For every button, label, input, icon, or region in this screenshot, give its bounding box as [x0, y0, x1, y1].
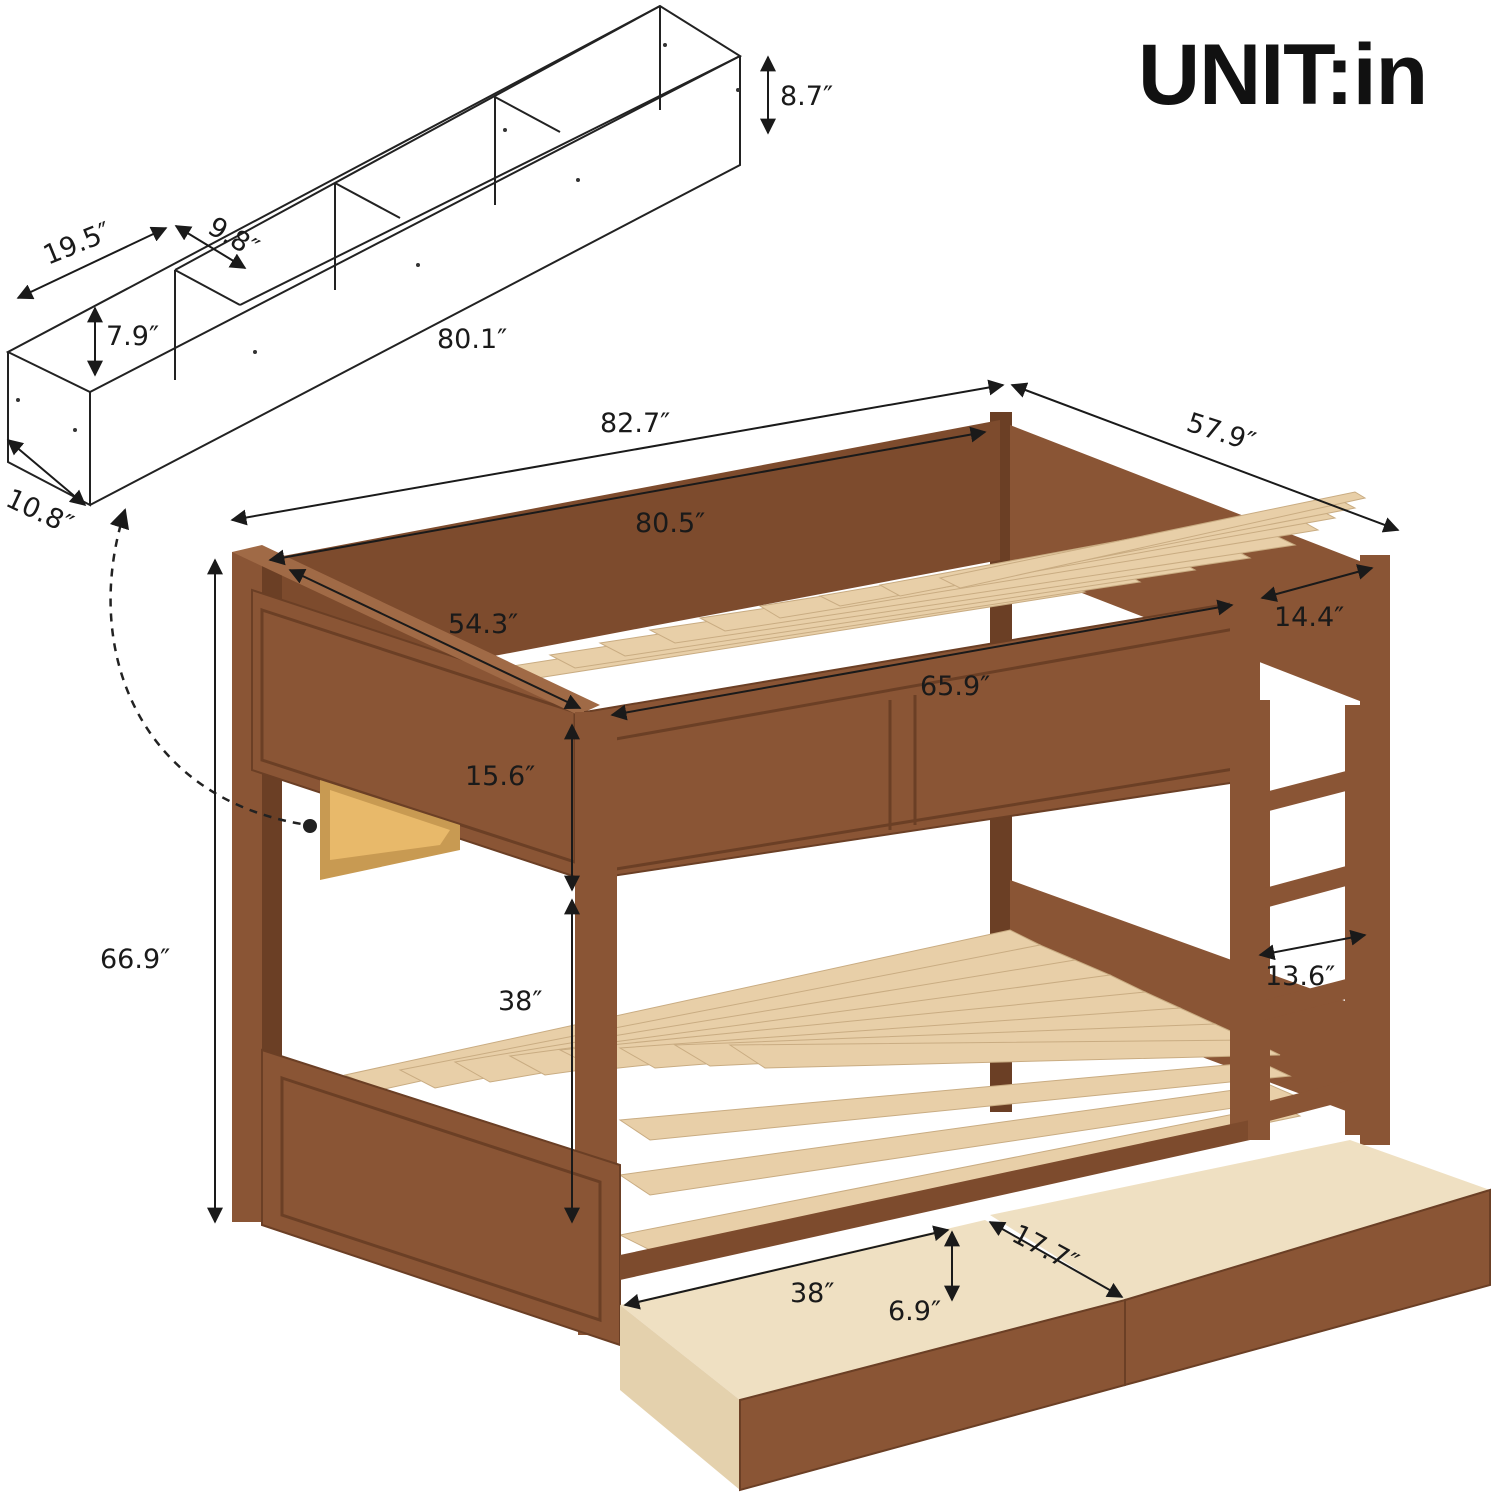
shelf-height-label: 8.7″: [780, 81, 833, 112]
clearance-label: 38″: [498, 986, 542, 1017]
rail-height-label: 15.6″: [465, 761, 535, 792]
unit-label: UNIT:in: [1138, 27, 1428, 123]
ladder: [1248, 700, 1370, 1140]
shelf-inner-height-label: 7.9″: [106, 321, 159, 352]
shelf-compartment-label: 9.8″: [203, 211, 264, 264]
inner-length-label: 80.5″: [635, 508, 705, 539]
rail-length-label: 65.9″: [920, 671, 990, 702]
ladder-opening-label: 14.4″: [1274, 602, 1344, 633]
dimension-lines: [6, 55, 1400, 1310]
drawer-length-label: 38″: [790, 1278, 834, 1309]
shelf-length-label: 80.1″: [437, 324, 507, 355]
overall-length-label: 82.7″: [600, 408, 670, 439]
total-height-label: 66.9″: [100, 944, 170, 975]
inner-width-label: 54.3″: [448, 609, 518, 640]
drawers: [620, 1140, 1491, 1492]
shelf-screw-holes: [16, 43, 740, 432]
overall-width-label: 57.9″: [1183, 407, 1259, 458]
ladder-width-label: 13.6″: [1265, 961, 1335, 992]
shelf-width-label: 19.5″: [39, 216, 116, 271]
drawer-height-label: 6.9″: [888, 1296, 941, 1327]
